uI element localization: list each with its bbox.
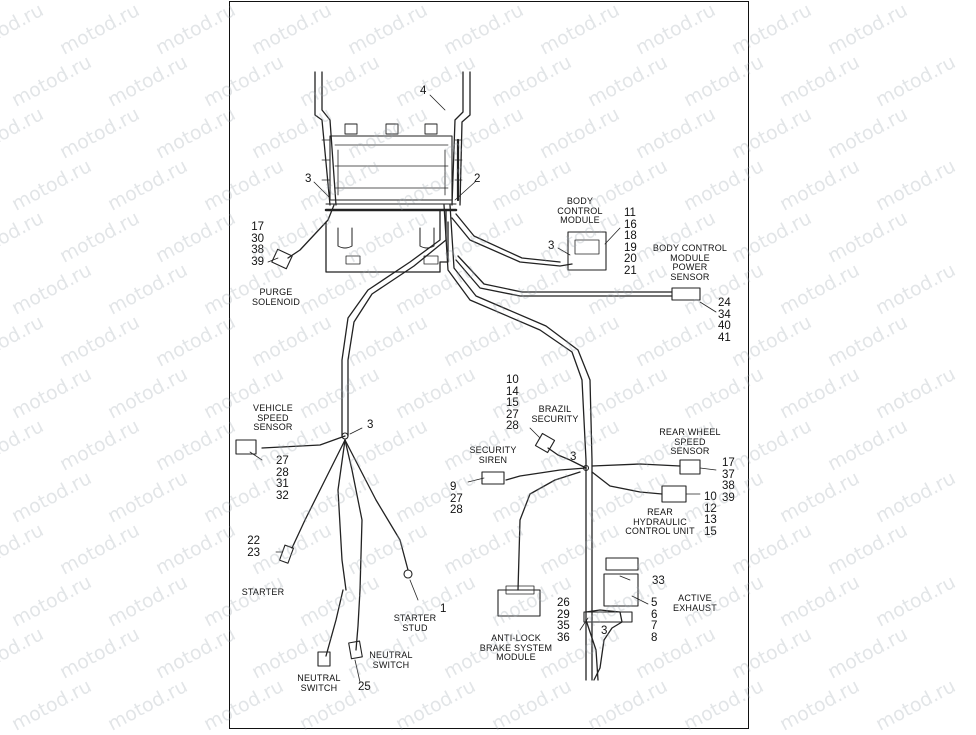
label-body-control-module: BODY CONTROL MODULE — [557, 196, 603, 225]
label-starter-stud: STARTER STUD — [393, 613, 437, 633]
callout-top-4: 4 — [420, 85, 427, 97]
brazil-connector — [534, 432, 556, 454]
label-neutral-switch-left: NEUTRAL SWITCH — [297, 673, 341, 693]
callout-brazil-list: 10 14 15 27 28 — [506, 374, 519, 432]
siren-connector — [481, 471, 505, 485]
callout-starter-list: 22 23 — [247, 535, 260, 559]
junction-dot-right — [582, 464, 590, 472]
purge-solenoid-connector — [271, 248, 293, 270]
label-starter: STARTER — [241, 587, 285, 597]
callout-bcm-3: 3 — [548, 240, 555, 252]
label-purge-solenoid: PURGE SOLENOID — [251, 287, 301, 307]
callout-vss-list: 27 28 31 32 — [276, 455, 289, 502]
neutral-switch-left — [317, 651, 331, 667]
starter-connector — [278, 544, 294, 564]
power-sensor-connector — [671, 287, 701, 301]
callout-neutral-25: 25 — [358, 681, 371, 693]
callout-exhaust-33: 33 — [652, 575, 665, 587]
bcm-body — [567, 231, 607, 271]
frame-assembly — [314, 71, 471, 273]
exhaust-cap — [605, 557, 639, 571]
callout-rhcu-list: 10 12 13 15 — [704, 491, 717, 538]
callout-siren-list: 9 27 28 — [450, 481, 463, 516]
vss-connector — [235, 439, 257, 455]
rwss-connector — [679, 459, 701, 475]
callout-center-3: 3 — [367, 419, 374, 431]
label-security-siren: SECURITY SIREN — [469, 445, 517, 465]
label-neutral-switch-right: NEUTRAL SWITCH — [369, 650, 413, 670]
label-bcm-power-sensor: BODY CONTROL MODULE POWER SENSOR — [652, 243, 728, 282]
exhaust-actuator — [603, 573, 639, 607]
label-anti-lock-brake-module: ANTI-LOCK BRAKE SYSTEM MODULE — [479, 633, 553, 662]
callout-stud-1: 1 — [440, 603, 447, 615]
callout-bcm-list: 11 16 18 19 20 21 — [624, 207, 637, 277]
neutral-switch-right — [348, 640, 363, 660]
rhcu-connector — [661, 485, 687, 503]
callout-rwss-list: 17 37 38 39 — [722, 457, 735, 504]
abs-module — [497, 589, 541, 617]
label-brazil-security: BRAZIL SECURITY — [531, 404, 579, 424]
label-vehicle-speed-sensor: VEHICLE SPEED SENSOR — [253, 403, 293, 432]
starter-stud-ring — [403, 569, 413, 579]
callout-purge-list: 17 30 38 39 — [251, 221, 264, 268]
callout-abs-list: 26 29 35 36 — [557, 597, 570, 644]
label-active-exhaust: ACTIVE EXHAUST — [673, 593, 717, 613]
callout-frame-3: 3 — [305, 173, 312, 185]
junction-dot-center — [341, 432, 349, 440]
callout-power-sensor-list: 24 34 40 41 — [718, 297, 731, 344]
callout-abs-3: 3 — [601, 625, 608, 637]
main-harness — [261, 204, 681, 681]
callout-junction-3: 3 — [570, 451, 577, 463]
label-rear-wheel-speed-sensor: REAR WHEEL SPEED SENSOR — [659, 427, 721, 456]
diagram-frame — [229, 1, 749, 729]
label-rear-hydraulic-control-unit: REAR HYDRAULIC CONTROL UNIT — [625, 507, 695, 536]
callout-frame-2: 2 — [474, 173, 481, 185]
abs-clip — [583, 611, 633, 623]
connectors — [235, 231, 701, 667]
callout-exhaust-list: 5 6 7 8 — [651, 597, 658, 644]
leader-lines — [249, 94, 717, 683]
